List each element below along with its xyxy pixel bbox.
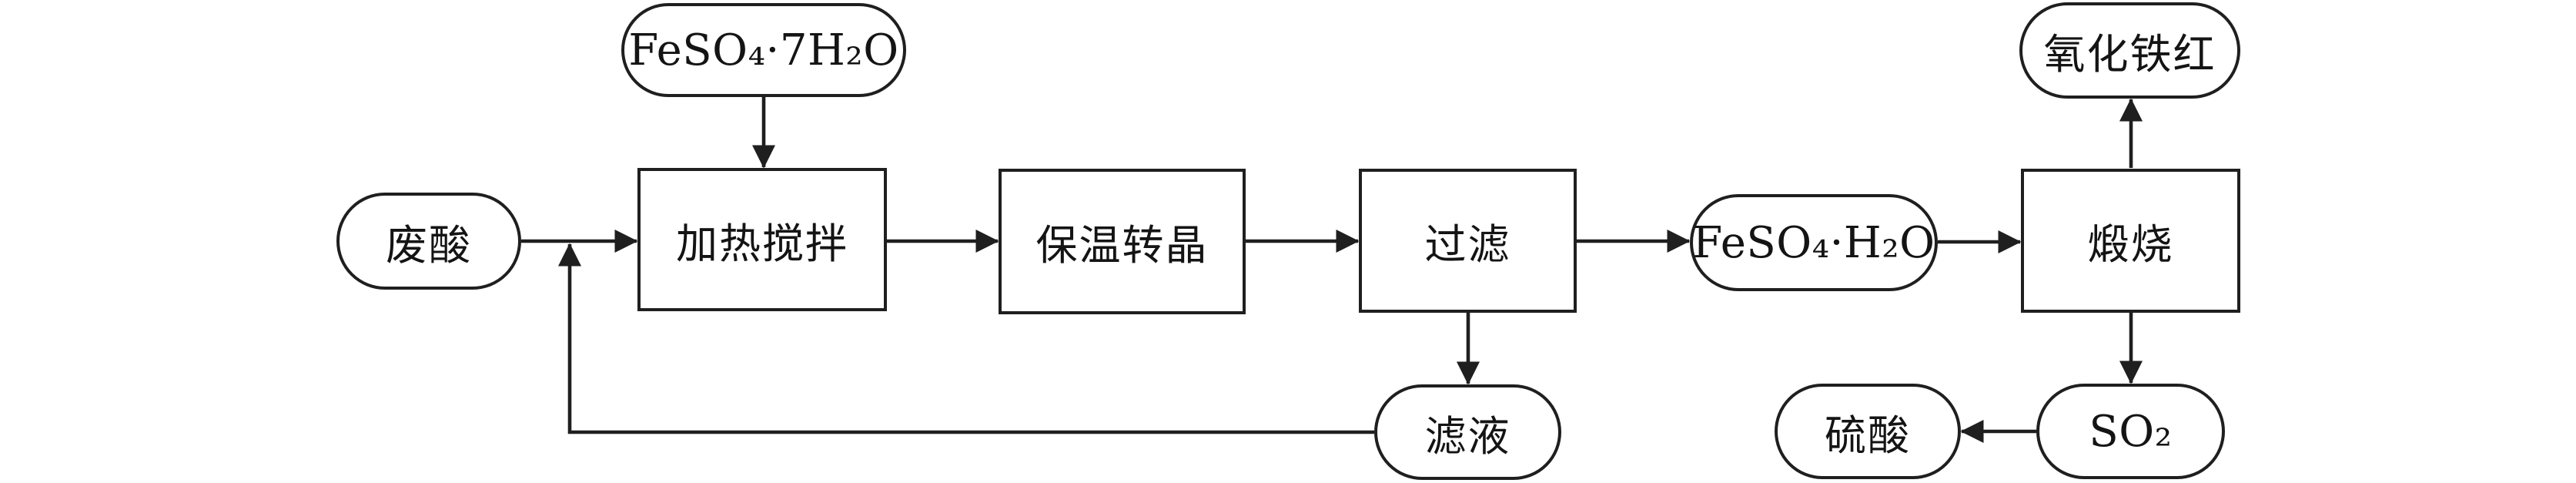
node-waste-acid-label: 废酸 <box>386 220 472 270</box>
node-iron-oxide-red-label: 氧化铁红 <box>2043 30 2216 79</box>
node-calcine: 煅烧 <box>2021 169 2240 313</box>
node-waste-acid: 废酸 <box>336 193 521 290</box>
node-filter-label: 过滤 <box>1424 220 1511 269</box>
node-so2-label: SO₂ <box>2089 406 2173 457</box>
node-keep-warm-crystallize: 保温转晶 <box>999 169 1246 314</box>
node-filtrate: 滤液 <box>1374 384 1561 480</box>
node-heat-stir-label: 加热搅拌 <box>676 219 848 268</box>
node-keep-warm-crystallize-label: 保温转晶 <box>1035 221 1209 270</box>
node-filtrate-label: 滤液 <box>1424 411 1511 461</box>
node-calcine-label: 煅烧 <box>2087 220 2174 269</box>
node-sulfuric-acid: 硫酸 <box>1775 384 1961 479</box>
node-sulfuric-acid-label: 硫酸 <box>1825 411 1911 460</box>
node-iron-oxide-red: 氧化铁红 <box>2019 2 2240 99</box>
node-feso4-7h2o: FeSO₄·7H₂O <box>621 3 906 97</box>
node-so2: SO₂ <box>2036 384 2225 479</box>
node-feso4-h2o-label: FeSO₄·H₂O <box>1692 217 1935 268</box>
node-feso4-7h2o-label: FeSO₄·7H₂O <box>628 25 899 75</box>
node-heat-stir: 加热搅拌 <box>637 168 887 311</box>
node-filter: 过滤 <box>1359 169 1577 313</box>
node-feso4-h2o: FeSO₄·H₂O <box>1690 194 1938 291</box>
edge-filtrate-recycle-to-heat-stir-line <box>558 243 1374 434</box>
